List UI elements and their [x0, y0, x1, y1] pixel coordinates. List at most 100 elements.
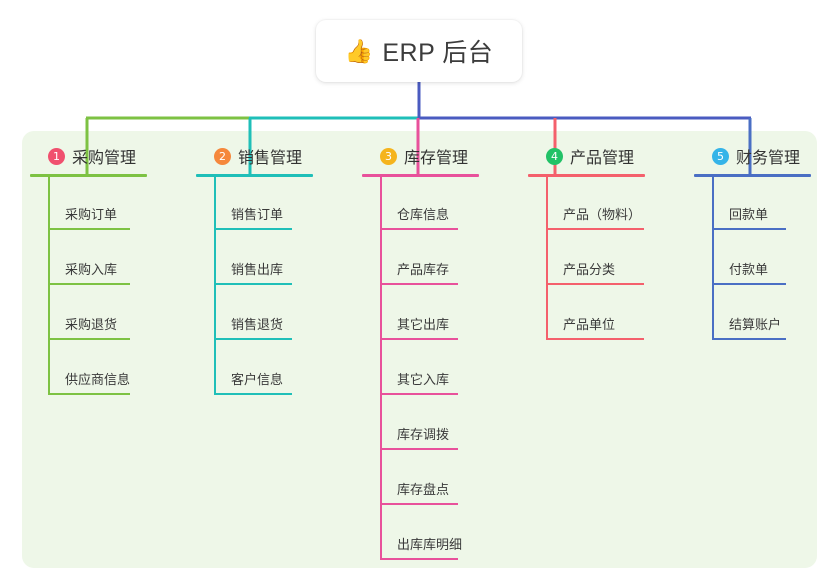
menu-item[interactable]: 产品（物料）	[528, 177, 678, 232]
column-items: 销售订单销售出库销售退货客户信息	[196, 177, 346, 397]
column-items: 产品（物料） 产品分类产品单位	[528, 177, 678, 342]
menu-item[interactable]: 付款单	[694, 232, 839, 287]
menu-item-rule	[48, 228, 130, 230]
menu-item[interactable]: 仓库信息	[362, 177, 512, 232]
column-title: 库存管理	[404, 150, 469, 167]
column-spine	[48, 177, 50, 395]
menu-item[interactable]: 结算账户	[694, 287, 839, 342]
menu-item-rule	[214, 393, 292, 395]
column-badge-3: 3	[380, 147, 397, 165]
menu-item-label: 销售退货	[231, 317, 284, 332]
menu-item[interactable]: 销售订单	[196, 177, 346, 232]
menu-item-rule	[546, 228, 644, 230]
menu-item[interactable]: 库存调拨	[362, 397, 512, 452]
column-header-3[interactable]: 3 库存管理	[362, 143, 512, 169]
menu-item-label: 产品库存	[397, 262, 450, 277]
column-badge-5: 5	[712, 147, 729, 165]
column-header-4[interactable]: 4 产品管理	[528, 143, 678, 169]
diagram-background-panel	[22, 131, 817, 568]
root-title: ERP 后台	[382, 39, 494, 67]
menu-item[interactable]: 产品分类	[528, 232, 678, 287]
menu-item-rule	[214, 228, 292, 230]
column-spine	[712, 177, 714, 340]
column-badge-2: 2	[214, 147, 231, 165]
menu-item-label: 产品（物料）	[563, 207, 642, 222]
menu-item-label: 客户信息	[231, 372, 284, 387]
menu-item[interactable]: 产品单位	[528, 287, 678, 342]
menu-item-rule	[380, 228, 458, 230]
menu-item-label: 出库库明细	[397, 537, 463, 552]
menu-item[interactable]: 产品库存	[362, 232, 512, 287]
menu-item-label: 销售订单	[231, 207, 284, 222]
column-badge-4: 4	[546, 147, 563, 165]
column-4: 4 产品管理产品（物料） 产品分类产品单位	[528, 143, 678, 342]
menu-item-label: 库存盘点	[397, 482, 450, 497]
menu-item-rule	[214, 338, 292, 340]
menu-item[interactable]: 回款单	[694, 177, 839, 232]
menu-item[interactable]: 客户信息	[196, 342, 346, 397]
column-header-5[interactable]: 5 财务管理	[694, 143, 839, 169]
column-heading-rule	[362, 174, 479, 177]
column-spine	[380, 177, 382, 560]
column-items: 回款单付款单结算账户	[694, 177, 839, 342]
menu-item[interactable]: 采购订单	[30, 177, 180, 232]
menu-item-label: 产品分类	[563, 262, 616, 277]
column-title: 产品管理	[570, 150, 635, 167]
column-5: 5 财务管理回款单付款单结算账户	[694, 143, 839, 342]
menu-item-rule	[48, 393, 130, 395]
menu-item-label: 采购退货	[65, 317, 118, 332]
column-2: 2 销售管理销售订单销售出库销售退货客户信息	[196, 143, 346, 397]
thumbs-up-icon: 👍	[344, 37, 374, 64]
column-spine	[214, 177, 216, 395]
column-badge-1: 1	[48, 147, 65, 165]
menu-item-rule	[380, 393, 458, 395]
menu-item[interactable]: 采购退货	[30, 287, 180, 342]
menu-item-rule	[712, 228, 786, 230]
menu-item-label: 仓库信息	[397, 207, 450, 222]
menu-item[interactable]: 出库库明细	[362, 507, 512, 562]
menu-item-rule	[380, 283, 458, 285]
menu-item-label: 产品单位	[563, 317, 616, 332]
menu-item-rule	[712, 283, 786, 285]
menu-item-rule	[546, 338, 644, 340]
menu-item[interactable]: 销售出库	[196, 232, 346, 287]
menu-item[interactable]: 其它出库	[362, 287, 512, 342]
menu-item-label: 销售出库	[231, 262, 284, 277]
column-heading-rule	[196, 174, 313, 177]
menu-item-rule	[48, 283, 130, 285]
menu-item-label: 结算账户	[729, 317, 782, 332]
menu-item-label: 其它出库	[397, 317, 450, 332]
column-header-2[interactable]: 2 销售管理	[196, 143, 346, 169]
menu-item-label: 供应商信息	[65, 372, 131, 387]
menu-item[interactable]: 库存盘点	[362, 452, 512, 507]
menu-item-rule	[380, 503, 458, 505]
column-items: 仓库信息产品库存其它出库其它入库库存调拨库存盘点出库库明细	[362, 177, 512, 562]
menu-item-label: 采购入库	[65, 262, 118, 277]
column-title: 财务管理	[736, 150, 801, 167]
column-heading-rule	[694, 174, 811, 177]
menu-item-label: 回款单	[729, 207, 769, 222]
menu-item-label: 其它入库	[397, 372, 450, 387]
column-3: 3 库存管理仓库信息产品库存其它出库其它入库库存调拨库存盘点出库库明细	[362, 143, 512, 562]
menu-item[interactable]: 供应商信息	[30, 342, 180, 397]
column-spine	[546, 177, 548, 340]
menu-item-rule	[380, 558, 458, 560]
menu-item-label: 库存调拨	[397, 427, 450, 442]
column-heading-rule	[30, 174, 147, 177]
menu-item-rule	[712, 338, 786, 340]
menu-item[interactable]: 其它入库	[362, 342, 512, 397]
menu-item[interactable]: 采购入库	[30, 232, 180, 287]
menu-item[interactable]: 销售退货	[196, 287, 346, 342]
column-items: 采购订单采购入库采购退货供应商信息	[30, 177, 180, 397]
menu-item-rule	[380, 448, 458, 450]
column-heading-rule	[528, 174, 645, 177]
menu-item-label: 付款单	[729, 262, 769, 277]
column-title: 销售管理	[238, 150, 303, 167]
root-node[interactable]: 👍 ERP 后台	[316, 20, 522, 82]
menu-item-rule	[214, 283, 292, 285]
menu-item-rule	[546, 283, 644, 285]
menu-item-rule	[380, 338, 458, 340]
menu-item-label: 采购订单	[65, 207, 118, 222]
